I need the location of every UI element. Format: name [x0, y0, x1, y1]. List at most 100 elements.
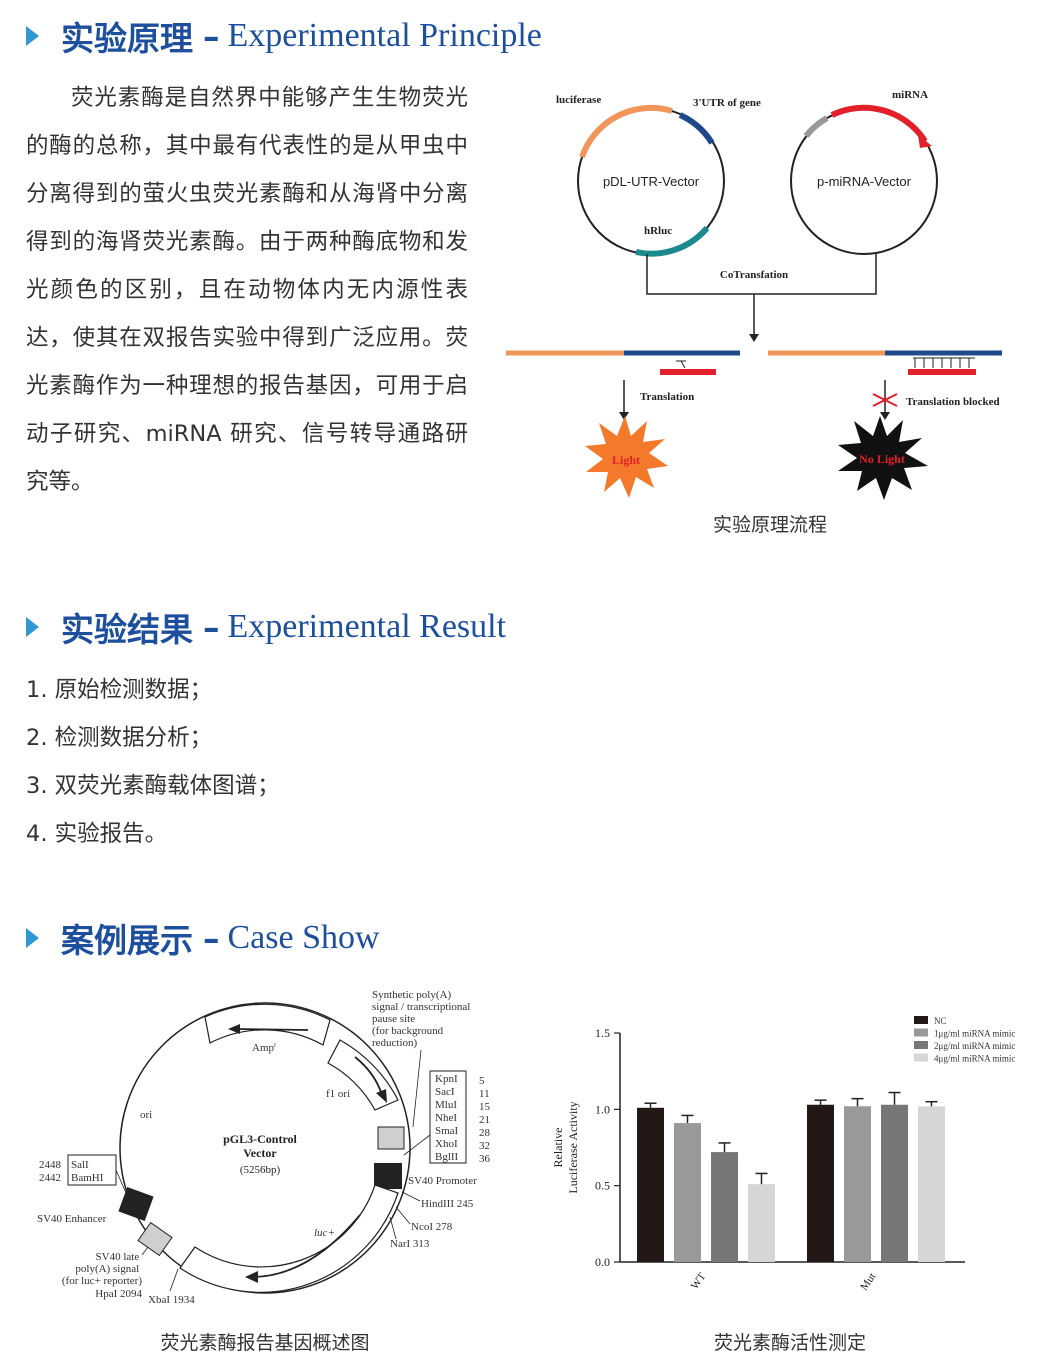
left-binding-mark — [676, 360, 686, 369]
y-tick-label: 1.5 — [595, 1026, 610, 1040]
mcs-site-labels: KpnI SacI MluI NheI SmaI XhoI BglII 5 11… — [435, 1073, 491, 1165]
hrluc-label: hRluc — [644, 225, 672, 237]
principle-paragraph: 荧光素酶是自然界中能够产生生物荧光的酶的总称，其中最有代表性的是从甲虫中分离得到… — [26, 74, 468, 506]
cotrans-label: CoTransfation — [720, 269, 788, 281]
section-heading-result: 实验结果 – Experimental Result — [26, 603, 506, 651]
ncoi-leader — [395, 1206, 411, 1225]
utr-arc — [678, 112, 715, 145]
heading-dash: – — [203, 918, 220, 958]
vector-title1: pGL3-Control — [223, 1132, 297, 1146]
site-pos: 32 — [479, 1140, 490, 1152]
luciferase-arc — [579, 104, 673, 159]
nari-leader — [389, 1216, 397, 1240]
cotrans-connector — [646, 254, 877, 295]
y-axis-label-line: Luciferase Activity — [566, 1101, 580, 1193]
heading-en: Experimental Principle — [227, 17, 542, 54]
principle-text: 荧光素酶是自然界中能够产生生物荧光的酶的总称，其中最有代表性的是从甲虫中分离得到… — [26, 85, 468, 495]
heading-en: Case Show — [227, 919, 380, 956]
heading-dash: – — [203, 16, 220, 56]
vector2-label: p-miRNA-Vector — [817, 174, 912, 189]
bar — [748, 1184, 775, 1262]
principle-caption: 实验原理流程 — [712, 514, 827, 536]
bar — [918, 1106, 945, 1262]
bar — [637, 1107, 664, 1262]
site-pos: 15 — [479, 1101, 491, 1113]
luc-label: luc+ — [314, 1227, 335, 1239]
xbai-label: XbaI 1934 — [148, 1294, 195, 1305]
site-name: MluI — [435, 1099, 457, 1111]
heading-cn: 案例展示 — [61, 921, 193, 960]
bar — [807, 1104, 834, 1262]
mirna-arrowhead-icon — [918, 135, 932, 148]
site-name: BglII — [435, 1151, 459, 1163]
mcs-leader — [403, 1134, 431, 1156]
blocked-label: Translation blocked — [906, 396, 1000, 408]
vector1-label: pDL-UTR-Vector — [603, 174, 700, 189]
sv40enh-label: SV40 Enhancer — [37, 1213, 107, 1225]
polyA-leader — [412, 1049, 422, 1128]
right-arrowhead-icon — [880, 412, 890, 420]
polyA-box — [377, 1126, 405, 1150]
bar — [711, 1152, 738, 1262]
triangle-bullet-icon — [26, 617, 39, 637]
sv40promoter-label: SV40 Promoter — [408, 1175, 477, 1187]
hrluc-arc — [635, 226, 710, 257]
triangle-bullet-icon — [26, 26, 39, 46]
amp-arrow-line — [234, 1028, 309, 1031]
vector-title2: Vector — [243, 1146, 277, 1160]
list-item: 4. 实验报告。 — [26, 821, 168, 847]
legend-label: 4μg/ml miRNA mimic — [934, 1054, 1015, 1064]
mirna-gray-arc — [803, 115, 829, 138]
bamhi-label: BamHI — [71, 1172, 104, 1184]
site-pos: 5 — [479, 1075, 485, 1087]
sv40late-label: SV40 late poly(A) signal (for luc+ repor… — [62, 1251, 142, 1287]
site-name: NheI — [435, 1112, 457, 1124]
x-tick-label: Mut — [858, 1271, 878, 1293]
y-axis-label: RelativeLuciferase Activity — [551, 1101, 580, 1193]
site-name: SmaI — [435, 1125, 459, 1137]
site-name: XhoI — [435, 1138, 458, 1150]
vector-caption: 荧光素酶报告基因概述图 — [160, 1332, 370, 1354]
luciferase-label: luciferase — [556, 94, 601, 106]
list-item: 2. 检测数据分析； — [26, 725, 213, 751]
vector-map: Ampr f1 ori luc+ ori pGL3-Control Vector… — [37, 989, 491, 1305]
bar — [674, 1123, 701, 1262]
result-list: 1. 原始检测数据； 2. 检测数据分析； 3. 双荧光素酶载体图谱； 4. 实… — [26, 666, 280, 858]
sali-pos: 2448 — [39, 1159, 62, 1171]
f1ori-label: f1 ori — [326, 1088, 350, 1100]
site-pos: 21 — [479, 1114, 490, 1126]
amp-arrowhead-icon — [228, 1024, 240, 1034]
principle-diagram: luciferase 3'UTR of gene pDL-UTR-Vector … — [506, 89, 1002, 500]
blocked-cross-icon — [872, 393, 898, 407]
right-binding-comb — [913, 357, 975, 368]
legend-label: 2μg/ml miRNA mimic — [934, 1041, 1015, 1051]
list-item: 1. 原始检测数据； — [26, 677, 213, 703]
y-axis-label-line: Relative — [551, 1128, 565, 1168]
luc-arrow-line — [254, 1214, 361, 1278]
legend-label: NC — [934, 1016, 947, 1026]
section-heading-principle: 实验原理 – Experimental Principle — [26, 12, 542, 60]
sali-label: SalI — [71, 1159, 89, 1171]
hindiii-label: HindIII 245 — [421, 1198, 474, 1210]
y-tick-label: 0.0 — [595, 1255, 610, 1269]
site-name: SacI — [435, 1086, 455, 1098]
sv40late-box — [137, 1221, 173, 1257]
heading-cn: 实验原理 — [61, 19, 193, 58]
section-heading-case: 案例展示 – Case Show — [26, 914, 380, 962]
mcs-box — [429, 1070, 467, 1164]
site-pos: 28 — [479, 1127, 491, 1139]
legend-label: 1μg/ml miRNA mimic — [934, 1029, 1015, 1039]
luc-arrowhead-icon — [245, 1271, 258, 1283]
legend-swatch — [914, 1041, 928, 1049]
bamhi-pos: 2442 — [39, 1172, 61, 1184]
legend-swatch — [914, 1016, 928, 1024]
light-starburst-icon — [585, 416, 668, 498]
list-item: 3. 双荧光素酶载体图谱； — [26, 773, 280, 799]
f1-arrowhead-icon — [376, 1089, 387, 1103]
site-pos: 36 — [479, 1153, 491, 1165]
vector-size: (5256bp) — [240, 1164, 281, 1176]
nolight-starburst-icon — [838, 416, 928, 500]
utr-label: 3'UTR of gene — [693, 97, 761, 109]
light-label: Light — [612, 453, 640, 467]
